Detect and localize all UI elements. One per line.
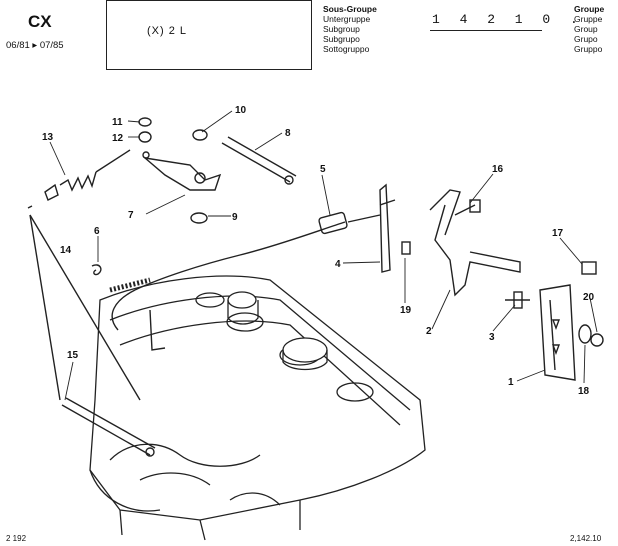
subgroup-label-fr: Sous-Groupe bbox=[323, 4, 377, 14]
group-label-en: Group bbox=[574, 24, 598, 34]
group-label-de: Gruppe bbox=[574, 14, 603, 24]
callout-16: 16 bbox=[492, 164, 504, 175]
callout-13: 13 bbox=[42, 132, 54, 143]
subgroup-label-it: Sottogruppo bbox=[323, 44, 370, 54]
callout-3: 3 bbox=[489, 332, 495, 343]
group-label-es: Grupo bbox=[574, 34, 598, 44]
callout-20: 20 bbox=[583, 292, 595, 303]
code-underline bbox=[430, 30, 542, 31]
callout-5: 5 bbox=[320, 164, 326, 175]
callout-7: 7 bbox=[128, 210, 134, 221]
callout-15: 15 bbox=[67, 350, 79, 361]
callout-6: 6 bbox=[94, 226, 100, 237]
group-labels: Groupe Gruppe Group Grupo Gruppo bbox=[574, 4, 604, 54]
callout-11: 11 bbox=[112, 117, 123, 128]
callout-4: 4 bbox=[335, 259, 341, 270]
callout-18: 18 bbox=[578, 386, 590, 397]
group-label-it: Gruppo bbox=[574, 44, 603, 54]
subgroup-code: 1 4 2 1 0 . bbox=[432, 12, 584, 27]
subgroup-label-es: Subgrupo bbox=[323, 34, 360, 44]
subgroup-labels: Sous-Groupe Untergruppe Subgroup Subgrup… bbox=[323, 4, 377, 54]
callout-10: 10 bbox=[235, 105, 247, 116]
callout-8: 8 bbox=[285, 128, 291, 139]
throttle-linkage bbox=[27, 117, 604, 457]
callout-14: 14 bbox=[60, 245, 72, 256]
callout-17: 17 bbox=[552, 228, 564, 239]
callout-labels: 1 2 3 4 5 6 7 8 9 10 11 12 13 14 15 16 1… bbox=[42, 105, 595, 397]
callout-2: 2 bbox=[426, 326, 432, 337]
production-dates: 06/81 ▸ 07/85 bbox=[6, 40, 64, 51]
callout-19: 19 bbox=[400, 305, 412, 316]
group-label-fr: Groupe bbox=[574, 4, 605, 14]
callout-1: 1 bbox=[508, 377, 514, 388]
footer-left: 2 192 bbox=[6, 534, 27, 543]
footer-right: 2,142.10 bbox=[570, 534, 602, 543]
subgroup-label-de: Untergruppe bbox=[323, 14, 371, 24]
callout-12: 12 bbox=[112, 133, 124, 144]
subgroup-label-en: Subgroup bbox=[323, 24, 360, 34]
callout-9: 9 bbox=[232, 212, 238, 223]
leader-lines bbox=[49, 110, 598, 401]
variant-label: (X) 2 L bbox=[147, 25, 188, 37]
engine-block bbox=[89, 275, 426, 541]
model-code: CX bbox=[28, 12, 52, 31]
variant-box: (X) 2 L bbox=[106, 0, 312, 70]
